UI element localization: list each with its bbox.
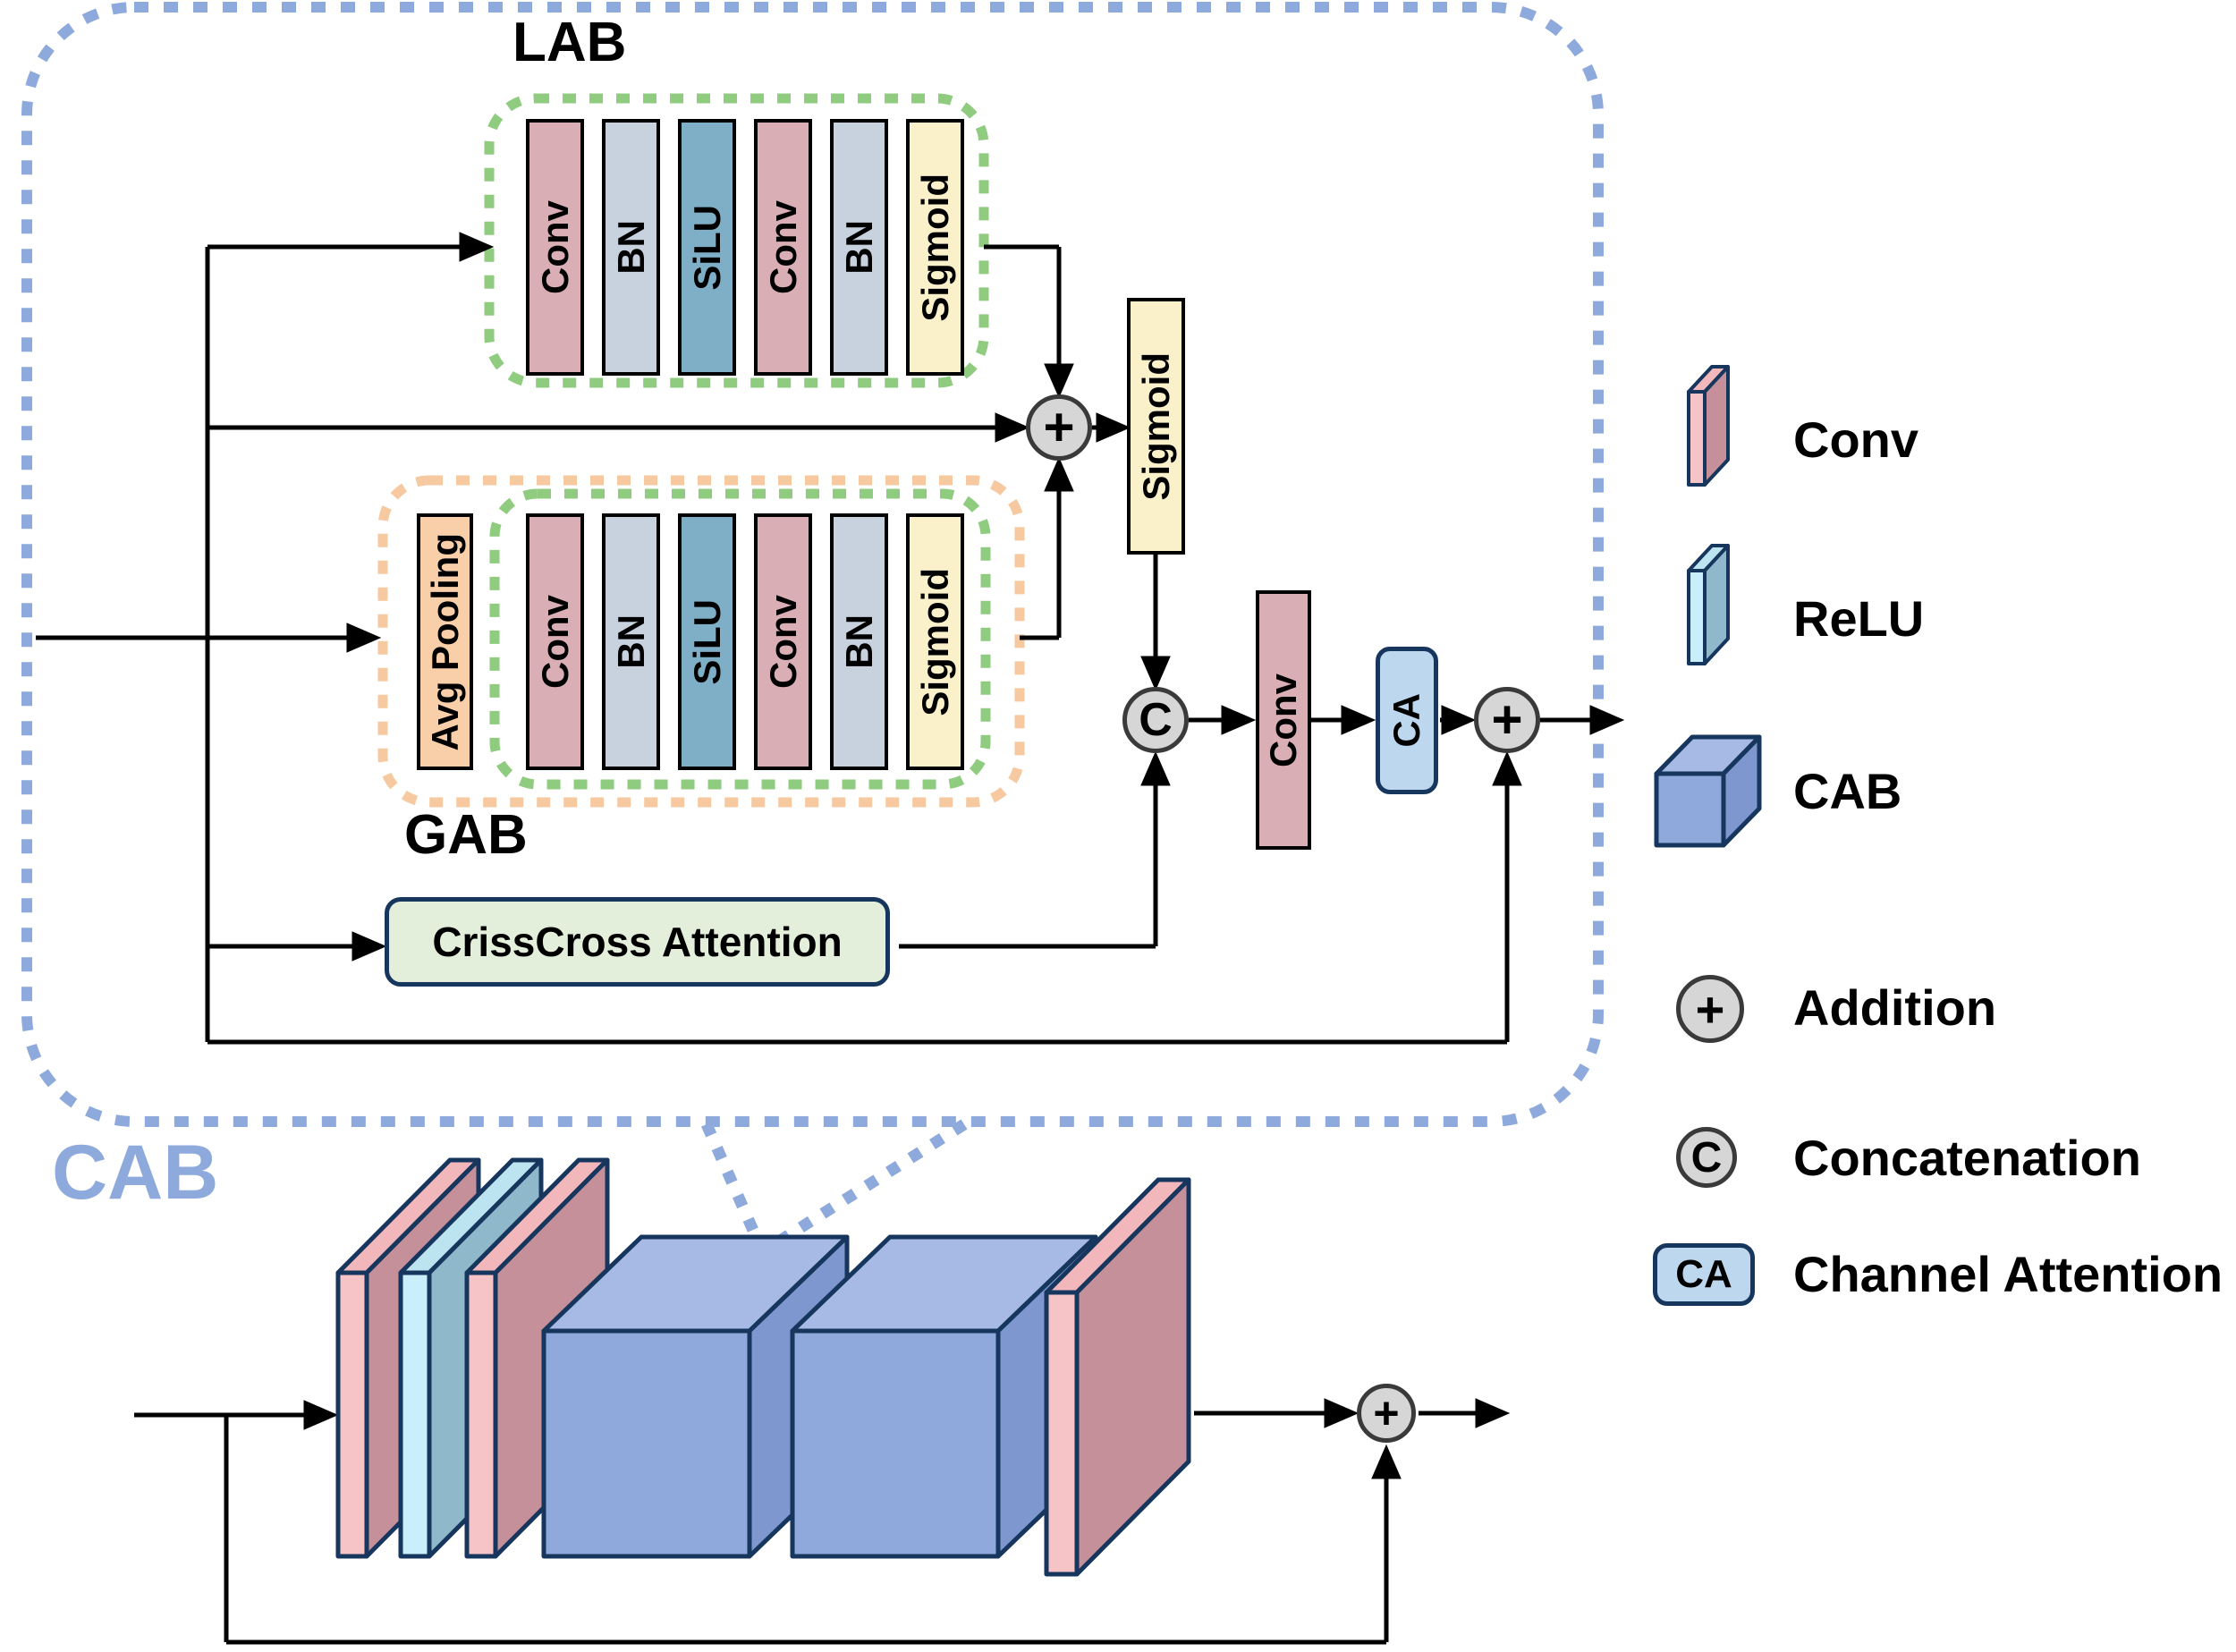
addition-node-2: + <box>1474 687 1540 753</box>
gab-bar-sigmoid: Sigmoid <box>906 513 964 770</box>
gab-bar-bn-2: BN <box>830 513 888 770</box>
lab-bar-conv-2: Conv <box>754 119 812 376</box>
lab-bar-bn-1: BN <box>602 119 660 376</box>
relu-slab-icon <box>1687 544 1730 665</box>
cab-expansion-connector <box>701 1119 968 1254</box>
channel-attention-icon: CA <box>1653 1243 1755 1306</box>
legend-channel-attention-label: Channel Attention <box>1793 1246 2223 1302</box>
lab-bar-sigmoid: Sigmoid <box>906 119 964 376</box>
gab-bar-conv-1: Conv <box>526 513 584 770</box>
addition-icon: + <box>1676 975 1744 1043</box>
mid-conv-bar: Conv <box>1256 590 1311 850</box>
gab-bar-conv-2: Conv <box>754 513 812 770</box>
bottom-addition-node: + <box>1357 1384 1416 1443</box>
crisscross-attention-box: CrissCross Attention <box>385 897 890 987</box>
lab-bar-silu: SiLU <box>678 119 736 376</box>
lab-bar-conv-1: Conv <box>526 119 584 376</box>
connector-lines <box>36 232 1625 1645</box>
legend-conv-label: Conv <box>1793 411 1918 468</box>
lab-bar-bn-2: BN <box>830 119 888 376</box>
lab-dotted-border <box>484 93 989 388</box>
gab-title: GAB <box>404 804 528 866</box>
cab-cube-icon <box>1654 734 1762 848</box>
legend-addition-label: Addition <box>1793 979 1997 1036</box>
bottom-conv-slab-3 <box>1044 1177 1191 1577</box>
legend-concatenation-label: Concatenation <box>1793 1130 2141 1186</box>
addition-node-1: + <box>1026 394 1092 461</box>
gab-bar-bn-1: BN <box>602 513 660 770</box>
lab-title: LAB <box>512 12 627 73</box>
channel-attention-box: CA <box>1376 647 1438 794</box>
legend-relu-label: ReLU <box>1793 590 1925 647</box>
gab-inner-dotted-border <box>489 488 991 790</box>
gab-avg-pooling-bar: Avg Pooling <box>417 513 473 770</box>
legend-cab-label: CAB <box>1793 763 1902 819</box>
concatenation-node: C <box>1122 687 1189 753</box>
concatenation-icon: C <box>1676 1127 1737 1188</box>
cab-container-label: CAB <box>52 1130 219 1216</box>
sigmoid-box: Sigmoid <box>1127 298 1185 555</box>
conv-slab-icon <box>1687 365 1730 487</box>
gab-bar-silu: SiLU <box>678 513 736 770</box>
gab-outer-dotted-border <box>377 475 1025 808</box>
